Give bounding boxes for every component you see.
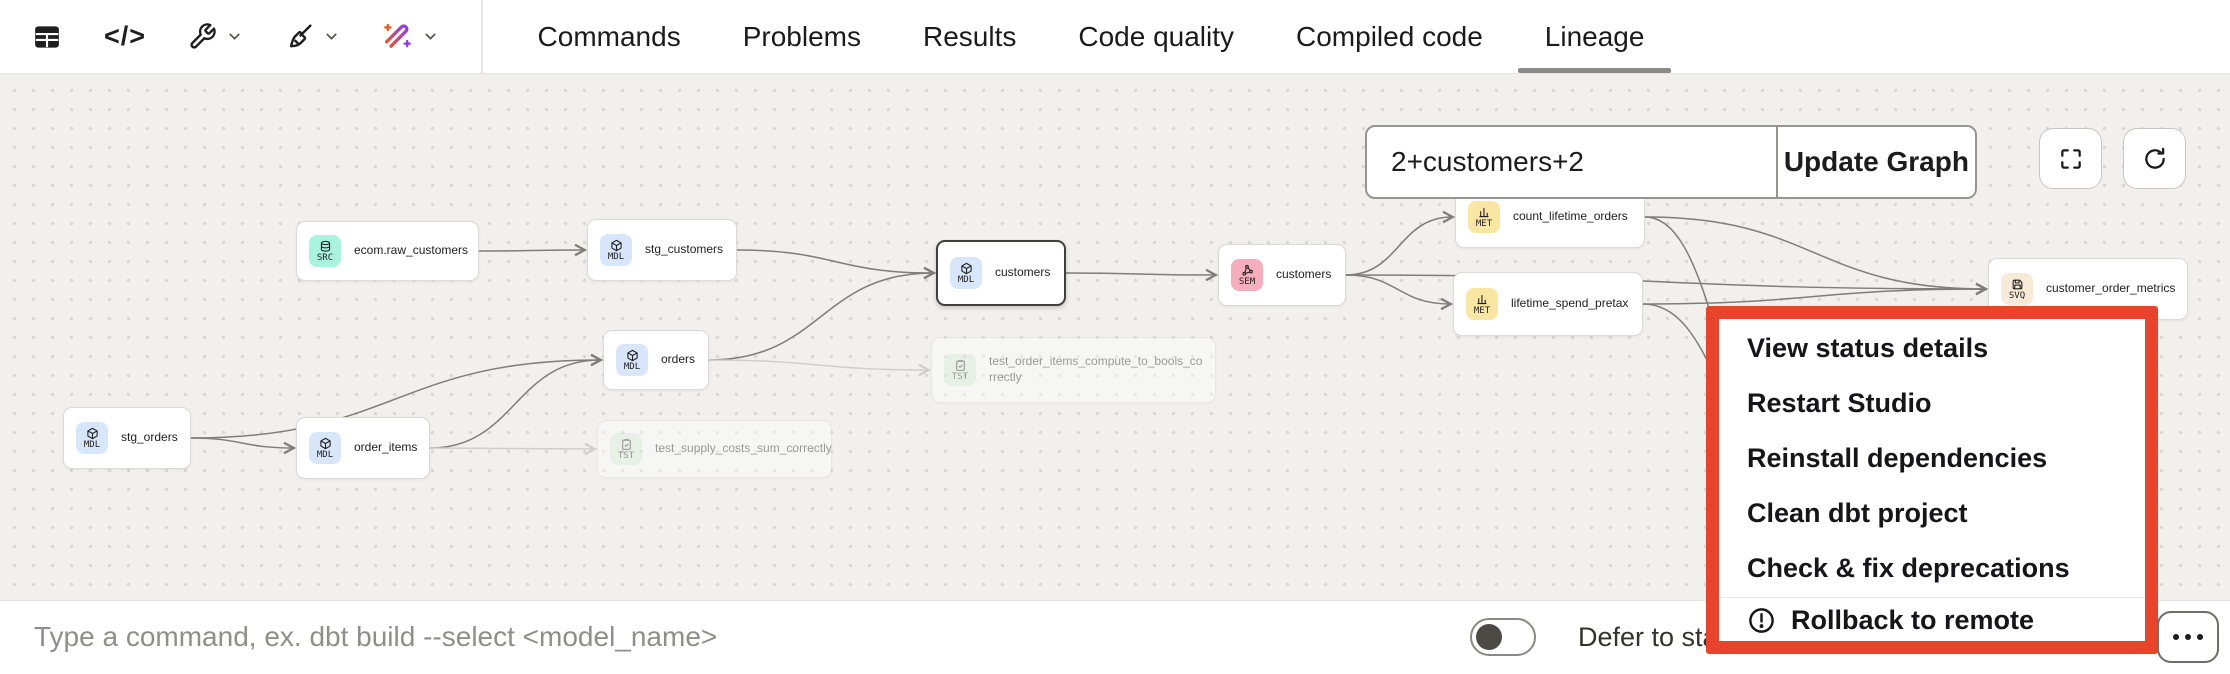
node-order_items[interactable]: MDL order_items [296, 417, 430, 479]
update-graph-button[interactable]: Update Graph [1777, 127, 1975, 197]
edge-customers_mdl-to-customers_sem [1065, 268, 1219, 282]
edge-order_items-to-test_supply_costs [429, 442, 598, 456]
node-lifetime_spend_pretax[interactable]: MET lifetime_spend_pretax [1453, 272, 1643, 336]
node-customers_mdl[interactable]: MDL customers [936, 240, 1066, 306]
tab-compiled-code[interactable]: Compiled code [1296, 20, 1483, 52]
clipboard-check-badge: TST [944, 354, 976, 386]
selector-divider [1776, 127, 1778, 197]
tab-code-quality[interactable]: Code quality [1078, 20, 1235, 52]
node-label: orders [661, 352, 696, 367]
selector-input[interactable] [1367, 127, 1776, 197]
edge-order_items-to-orders [429, 353, 604, 449]
lineage-edges [190, 210, 1989, 456]
edge-orders-to-test_order_items [708, 359, 932, 377]
more-button[interactable] [2157, 611, 2219, 663]
toolbar-divider [481, 0, 483, 74]
tab-problems[interactable]: Problems [742, 20, 861, 52]
database-badge: SRC [309, 235, 341, 267]
node-customers_sem[interactable]: SEM customers [1218, 244, 1346, 306]
menu-item-clean-dbt-project[interactable]: Clean dbt project [1747, 498, 1968, 528]
edge-stg_orders-to-order_items [190, 437, 297, 455]
node-label: customer_order_metrics [2046, 281, 2176, 296]
magic-wand-dropdown[interactable] [382, 21, 439, 52]
cube-badge: MDL [950, 257, 982, 289]
node-test_order_items[interactable]: TST test_order_items_compute_to_bools_cor… [931, 337, 1216, 403]
graph-selector: Update Graph [1365, 125, 1977, 199]
fullscreen-button[interactable] [2039, 128, 2102, 189]
edge-count_lifetime_orders-to-customer_order_metrics [1644, 216, 1989, 296]
menu-item-rollback-to-remote[interactable]: Rollback to remote [1719, 599, 2145, 641]
tabs: Commands Problems Results Code quality Compi… [483, 0, 1676, 73]
menu-item-restart-studio[interactable]: Restart Studio [1747, 388, 1932, 418]
code-icon[interactable]: </> [104, 21, 147, 51]
node-label: count_lifetime_orders [1513, 209, 1628, 224]
edge-lifetime_spend_pretax-to-customer_order_metrics [1642, 282, 1989, 305]
node-src_raw_customers[interactable]: SRC ecom.raw_customers [296, 221, 479, 281]
node-label: stg_customers [645, 242, 724, 257]
wrench-dropdown[interactable] [188, 22, 243, 51]
edge-stg_orders-to-orders [190, 353, 604, 439]
node-test_supply_costs[interactable]: TST test_supply_costs_sum_correctly [597, 420, 832, 478]
wrench-icon [190, 23, 216, 49]
defer-toggle[interactable] [1470, 618, 1536, 656]
refresh-button[interactable] [2123, 128, 2186, 189]
node-label: customers [1276, 267, 1332, 282]
cube-badge: MDL [309, 432, 341, 464]
node-label: stg_orders [121, 430, 178, 445]
node-label: order_items [354, 440, 418, 455]
node-label: lifetime_spend_pretax [1511, 296, 1629, 311]
edge-stg_customers-to-customers_mdl [736, 249, 937, 280]
menu-item-view-status-details[interactable]: View status details [1747, 333, 1989, 363]
chevron-down-icon [326, 33, 337, 40]
defer-label: Defer to sta [1578, 621, 1718, 652]
bar-chart-badge: MET [1466, 288, 1498, 320]
edge-orders-to-customers_mdl [708, 266, 937, 361]
toggle-knob [1476, 624, 1502, 650]
tab-commands[interactable]: Commands [537, 20, 681, 52]
edge-customers_sem-to-count_lifetime_orders [1345, 210, 1456, 276]
refresh-icon [2144, 147, 2165, 169]
editor-toolbar: </> [0, 0, 481, 73]
cube-badge: MDL [616, 344, 648, 376]
chevron-down-icon [425, 33, 436, 40]
menu-divider [1719, 597, 2145, 599]
cube-badge: MDL [600, 234, 632, 266]
bar-chart-badge: MET [1468, 201, 1500, 233]
node-stg_orders[interactable]: MDL stg_orders [63, 407, 191, 469]
edge-customers_sem-to-lifetime_spend_pretax [1345, 274, 1454, 311]
broom-dropdown[interactable] [285, 22, 340, 51]
warning-icon [1747, 606, 1776, 635]
edge-src_raw_customers-to-stg_customers [478, 243, 588, 257]
node-orders[interactable]: MDL orders [603, 330, 709, 390]
magic-wand-icon [384, 23, 411, 48]
tab-lineage[interactable]: Lineage [1514, 0, 1676, 73]
menu-item-check-fix-deprecations[interactable]: Check & fix deprecations [1747, 553, 2070, 583]
ellipsis-icon [2173, 634, 2179, 640]
fullscreen-icon [2060, 148, 2081, 169]
node-stg_customers[interactable]: MDL stg_customers [587, 219, 737, 281]
node-label: ecom.raw_customers [354, 243, 469, 258]
node-label: customers [995, 265, 1051, 280]
tab-results[interactable]: Results [922, 20, 1017, 52]
clipboard-check-badge: TST [610, 433, 642, 465]
menu-item-label: Rollback to remote [1791, 604, 2035, 635]
semantic-graph-badge: SEM [1231, 259, 1263, 291]
chevron-down-icon [229, 33, 240, 40]
edge-customers_sem-to-customer_order_metrics [1345, 274, 1989, 296]
broom-icon [289, 24, 312, 48]
cube-badge: MDL [76, 422, 108, 454]
table-icon[interactable] [32, 22, 62, 52]
save-badge: SVQ [2001, 273, 2033, 305]
node-label: test_order_items_compute_to_bools_correc… [989, 354, 1203, 384]
menu-item-reinstall-dependencies[interactable]: Reinstall dependencies [1747, 443, 2048, 473]
node-label: test_supply_costs_sum_correctly [655, 441, 832, 456]
top-bar: </> [0, 0, 2230, 74]
command-input[interactable] [34, 601, 1334, 673]
